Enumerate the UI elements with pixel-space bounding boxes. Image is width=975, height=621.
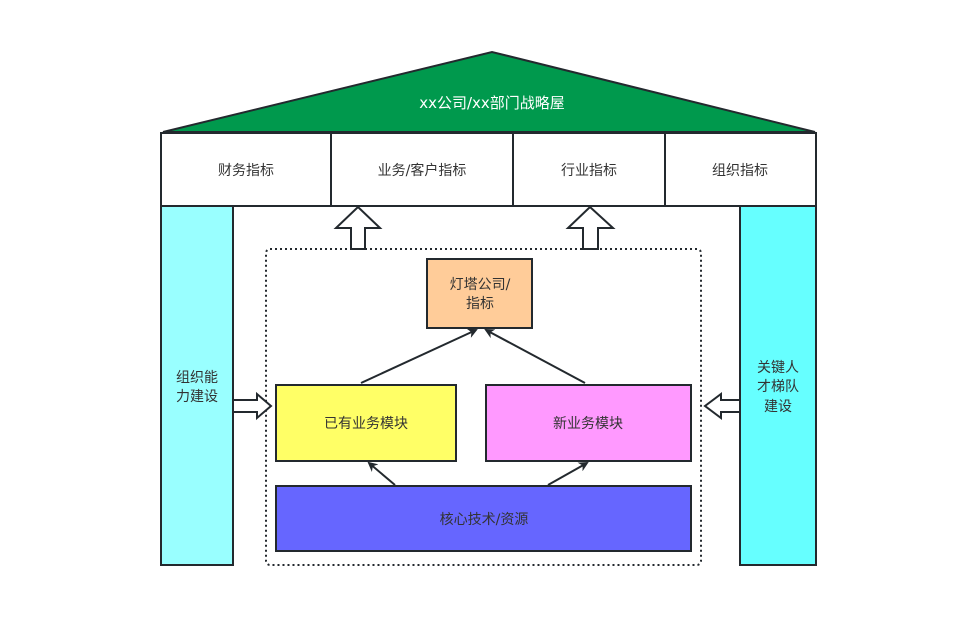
metric-cell-industry <box>512 132 666 207</box>
up-arrow-icon <box>333 205 383 250</box>
roof: xx公司/xx部门战略屋 <box>162 50 816 133</box>
left-pillar-label-line: 力建设 <box>176 389 218 405</box>
roof-shape <box>162 50 816 133</box>
connector-arrow <box>367 461 396 486</box>
new-business-label: 新业务模块 <box>553 416 623 432</box>
right-pillar-label-line: 建设 <box>764 399 792 415</box>
new-business-node: 新业务模块 <box>485 384 692 462</box>
existing-business-label: 已有业务模块 <box>324 416 408 432</box>
metric-label: 业务/客户指标 <box>378 162 467 179</box>
lighthouse-label-line: 指标 <box>466 296 494 312</box>
metric-cell-organization <box>664 132 817 207</box>
existing-business-box <box>275 384 457 462</box>
right-pillar-box <box>739 205 817 566</box>
right-pillar-label-line: 关键人 <box>757 360 799 376</box>
left-pillar-label-line: 组织能 <box>176 370 218 386</box>
metrics-row: 财务指标 业务/客户指标 行业指标 组织指标 <box>160 132 817 207</box>
existing-business-node: 已有业务模块 <box>275 384 457 462</box>
metric-label: 组织指标 <box>712 163 768 179</box>
lighthouse-node: 灯塔公司/ 指标 <box>426 258 533 329</box>
metric-cell-business <box>330 132 514 207</box>
metric-label: 行业指标 <box>561 163 617 179</box>
right-arrow-icon <box>232 391 273 421</box>
left-pillar-box <box>160 205 234 566</box>
metric-label: 财务指标 <box>218 163 274 179</box>
lighthouse-label-line: 灯塔公司/ <box>450 277 511 293</box>
lighthouse-box <box>426 258 533 329</box>
new-business-box <box>485 384 692 462</box>
connector-arrow <box>360 328 478 384</box>
right-pillar: 关键人 才梯队 建设 <box>739 205 817 566</box>
left-arrow-icon <box>703 392 741 420</box>
core-tech-label: 核心技术/资源 <box>440 512 529 528</box>
core-area-container <box>265 248 702 566</box>
roof-title: xx公司/xx部门战略屋 <box>419 94 565 112</box>
connector-arrow <box>547 462 589 486</box>
metric-cell-finance <box>160 132 332 207</box>
up-arrow-icon <box>565 205 616 250</box>
core-tech-box <box>275 485 692 552</box>
left-pillar: 组织能 力建设 <box>160 205 234 566</box>
connector-arrow <box>484 329 586 384</box>
right-pillar-label-line: 才梯队 <box>757 379 799 395</box>
core-tech-node: 核心技术/资源 <box>275 485 692 552</box>
